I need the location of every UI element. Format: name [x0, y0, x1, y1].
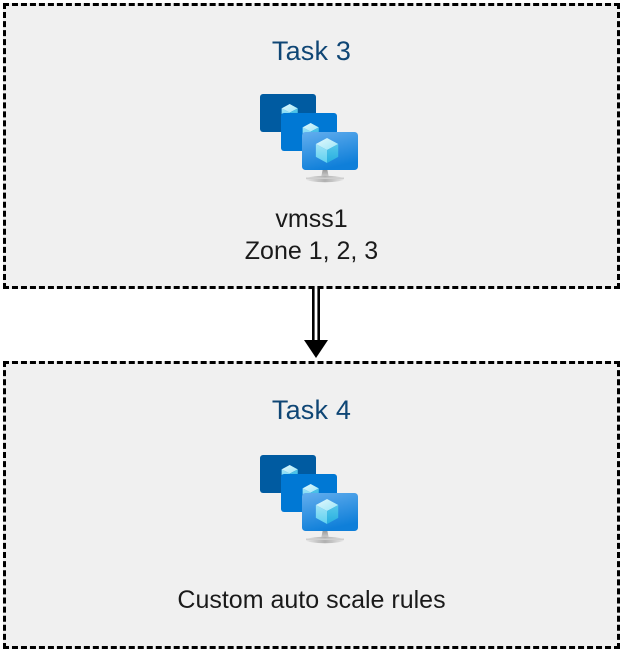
virtual-machine-scale-set-icon	[257, 87, 367, 187]
task-title: Task 4	[271, 395, 352, 425]
task-title: Task 3	[271, 36, 352, 66]
task-node-task-3[interactable]: Task 3	[3, 3, 620, 289]
task-caption: vmss1 Zone 1, 2, 3	[244, 205, 379, 265]
task-node-task-4[interactable]: Task 4	[3, 361, 620, 649]
virtual-machine-scale-set-icon	[257, 448, 367, 548]
task-caption: Custom auto scale rules	[177, 586, 446, 614]
arrow-down-connector	[296, 286, 336, 362]
